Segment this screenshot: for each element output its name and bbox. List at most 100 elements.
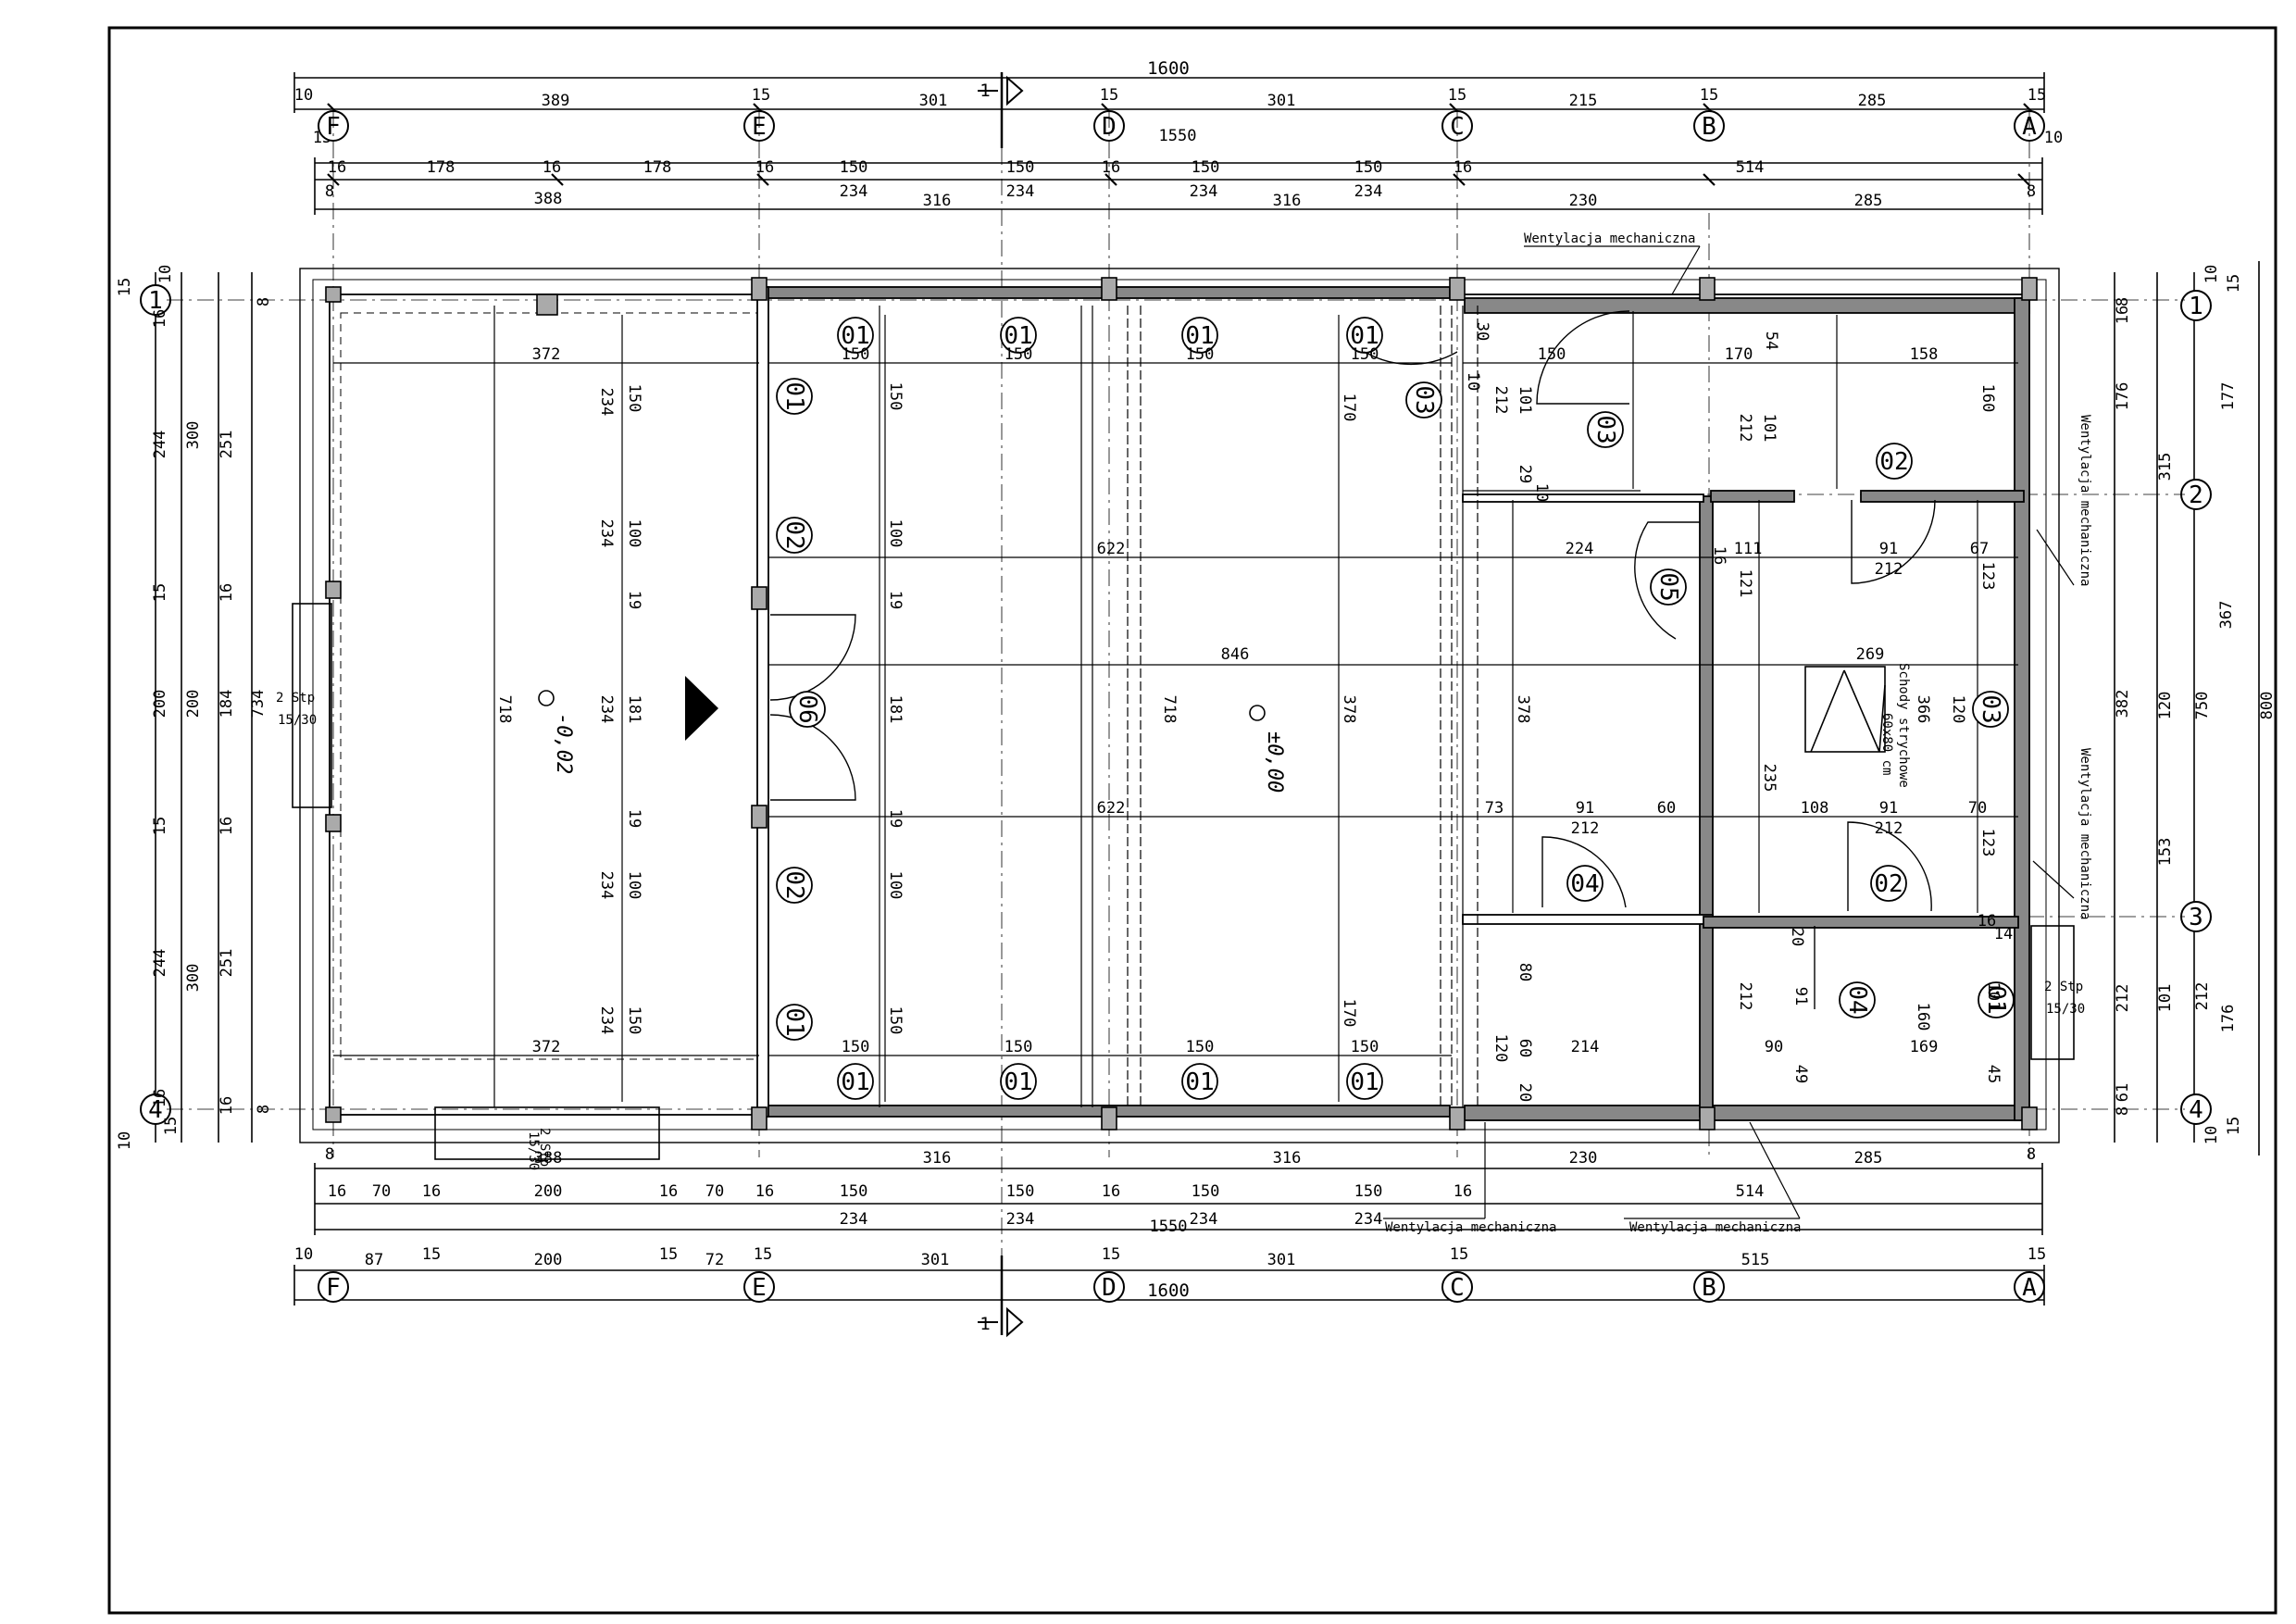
sheet-frame: [107, 26, 2277, 1615]
room-dim: 67: [1970, 540, 1989, 558]
right-dim: 15: [2225, 274, 2243, 293]
top-axis-dim: 285: [1858, 92, 1887, 110]
bottom-row-c-dim: 234: [840, 1210, 868, 1229]
right-dim: 10: [2202, 1126, 2221, 1144]
room-block-dims: 30 150 212 101 29 10 170 54 212 101 158 …: [1464, 322, 2013, 1102]
axis-label-4-right: 4: [2189, 1096, 2203, 1124]
top-axis-dim: 389: [542, 92, 570, 110]
room-dim: 10: [1464, 372, 1482, 391]
bottom-axis-dim: 15: [754, 1245, 772, 1264]
room-dim: 100: [625, 871, 643, 900]
door-tag: 02: [780, 870, 808, 899]
room-dim: 622: [1097, 540, 1126, 558]
door-tag-circles: [776, 317, 2015, 1100]
axis-label-b: B: [1702, 113, 1716, 141]
top-dimensions: [293, 72, 2045, 215]
right-dim: 212: [2193, 982, 2212, 1011]
top-axis-dim: 15: [1100, 86, 1118, 105]
bottom-row-a-dim: 230: [1569, 1149, 1598, 1168]
bottom-axis-dim: 15: [1102, 1245, 1120, 1264]
room-dim: 30: [1473, 322, 1491, 341]
steps-note-left: 2 Stp: [276, 691, 315, 706]
axis-label-1-right: 1: [2189, 293, 2203, 320]
top-row-a-dim: 514: [1736, 158, 1765, 177]
top-row-b-dim: 285: [1854, 192, 1883, 210]
steps-size-left: 15/30: [278, 713, 317, 728]
axis-grid-lines: [167, 111, 2185, 1255]
room-dim: 169: [1910, 1038, 1939, 1056]
level-markers: [538, 690, 1266, 721]
room-dim: 60: [1657, 799, 1676, 818]
bottom-row-c-dim: 234: [1354, 1210, 1383, 1229]
attic-stairs: [1804, 666, 1886, 753]
bottom-axis-dim: 15: [422, 1245, 441, 1264]
door-tag: 02: [780, 520, 808, 549]
entrance-arrow-icon: [685, 676, 718, 741]
room-dim: 80: [1516, 963, 1534, 981]
room-dim: 234: [597, 519, 616, 548]
door-tag: 03: [1977, 694, 2004, 723]
bottom-row-a-dim: 316: [923, 1149, 952, 1168]
room-dim: 45: [1984, 1065, 2003, 1083]
steps-size-right: 15/30: [2046, 1002, 2085, 1017]
room-dim: 181: [625, 695, 643, 724]
room-dim: 150: [625, 1006, 643, 1035]
section-marker-top: [978, 72, 1024, 148]
right-dim: 153: [2156, 838, 2175, 867]
left-dim: 16: [151, 1089, 169, 1107]
room-dim: 111: [1734, 540, 1763, 558]
bottom-row-b-dim: 150: [840, 1182, 868, 1201]
ventilation-note-bottom-2: Wentylacja mechaniczna: [1629, 1220, 1801, 1235]
left-dim: 200: [151, 690, 169, 718]
door-tag: 04: [1570, 870, 1599, 898]
room-dim: 622: [1097, 799, 1126, 818]
room-dim: 150: [1351, 1038, 1379, 1056]
bottom-axis-dim: 15: [1450, 1245, 1468, 1264]
door-tag: 02: [1874, 870, 1903, 898]
bottom-axis-dim: 72: [705, 1251, 724, 1269]
top-row-b-dim: 8: [2027, 182, 2036, 201]
top-row-a-dim: 16: [755, 158, 774, 177]
door-tags: 01 01 01 01 01 02 06 02 01 01 01 01 01 0…: [780, 322, 2010, 1096]
right-dim: 8: [2114, 1106, 2132, 1116]
room-dim: 16: [1978, 912, 1996, 931]
bottom-row-b-dim: 16: [755, 1182, 774, 1201]
bottom-row-b-dim: 16: [422, 1182, 441, 1201]
stairs-note: Schody strychowe: [1896, 663, 1911, 788]
room-dim: 212: [1491, 386, 1510, 415]
bay-dims: 150 150 100 19 181 19 100 150 150 622 62…: [842, 345, 1379, 1056]
bottom-row-b-dim: 70: [705, 1182, 724, 1201]
right-axis-bubbles: [2180, 290, 2212, 1125]
room-dim: 19: [625, 591, 643, 609]
axis-label-1-left: 1: [148, 287, 163, 315]
room-dim: 100: [886, 871, 905, 900]
room-dim: 123: [1978, 829, 1997, 857]
left-dimensions: [155, 272, 253, 1143]
right-dim: 315: [2156, 453, 2175, 481]
room-dim: 14: [1994, 925, 2013, 943]
top-axis-dim: 15: [1448, 86, 1466, 105]
steps-note-right: 2 Stp: [2044, 980, 2083, 994]
level-left-hall: -0,02: [552, 713, 575, 774]
partition-lines: [493, 306, 1838, 1107]
door-tag: 01: [1004, 1068, 1032, 1096]
right-dim: 177: [2219, 382, 2238, 411]
axis-label-a-bottom: A: [2022, 1274, 2037, 1302]
room-dim: 150: [842, 1038, 870, 1056]
room-dim: 212: [1875, 819, 1903, 838]
room-dim: 378: [1340, 695, 1358, 724]
room-dim: 101: [1516, 386, 1534, 415]
top-axis-dim: 301: [1267, 92, 1296, 110]
top-row-b-dim: 234: [1354, 182, 1383, 201]
left-dim: 16: [218, 1096, 236, 1115]
top-row-a-dim: 16: [1454, 158, 1472, 177]
room-dim: 10: [1532, 483, 1551, 502]
room-dim: 224: [1566, 540, 1594, 558]
door-tag: 01: [780, 381, 808, 410]
right-dim: 15: [2225, 1117, 2243, 1135]
axis-label-c-bottom: C: [1450, 1274, 1465, 1302]
room-dim: 269: [1856, 645, 1885, 664]
door-tag: 01: [1004, 322, 1032, 350]
left-dim: 8: [255, 297, 273, 306]
